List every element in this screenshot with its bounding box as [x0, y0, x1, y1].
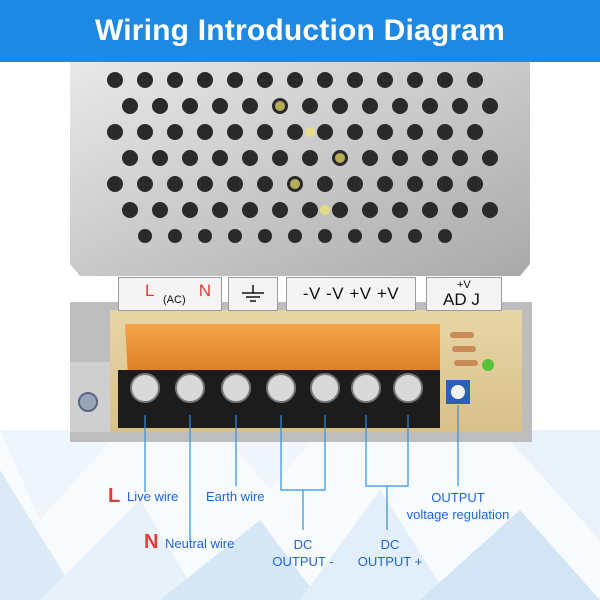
ground-icon [242, 285, 264, 302]
live-letter: L [108, 485, 121, 507]
ac-input-label: L (AC) N [118, 277, 222, 311]
output-regulation-label: OUTPUT voltage regulation [396, 489, 520, 523]
indicator-led [482, 359, 494, 371]
perforated-cover [70, 62, 530, 276]
neutral-letter: N [144, 531, 159, 553]
ac-text-label: (AC) [163, 294, 186, 306]
output-line1: OUTPUT [431, 490, 485, 505]
ac-l-label: L [145, 281, 155, 300]
power-supply-illustration [70, 62, 532, 442]
resistors [450, 332, 478, 366]
page-title: Wiring Introduction Diagram [94, 14, 506, 47]
earth-wire-label: Earth wire [206, 489, 265, 504]
title-banner: Wiring Introduction Diagram [0, 0, 600, 62]
terminal-cover [125, 324, 440, 376]
adjust-text: AD J [443, 290, 480, 309]
dc-plus-line2: OUTPUT + [357, 554, 423, 569]
dc-plus-line1: DC [380, 537, 400, 552]
dc-output-label: -V -V +V +V [286, 277, 416, 311]
output-line2: voltage regulation [406, 507, 510, 522]
vent-holes [107, 72, 498, 243]
terminal-screws [130, 373, 423, 403]
mounting-screw [78, 392, 98, 412]
live-wire-label: Live wire [127, 489, 179, 504]
dc-output-minus-label: DC OUTPUT - [266, 536, 340, 570]
adjust-plus-v: +V [457, 279, 471, 291]
ground-label [228, 277, 278, 311]
adjust-label: +V AD J [426, 277, 502, 311]
dc-minus-line1: DC [293, 537, 313, 552]
dc-minus-line2: OUTPUT - [272, 554, 334, 569]
dc-output-plus-label: DC OUTPUT + [352, 536, 428, 570]
ac-n-label: N [198, 281, 211, 300]
vent-highlights [275, 101, 345, 215]
neutral-wire-label: Neutral wire [165, 536, 235, 551]
